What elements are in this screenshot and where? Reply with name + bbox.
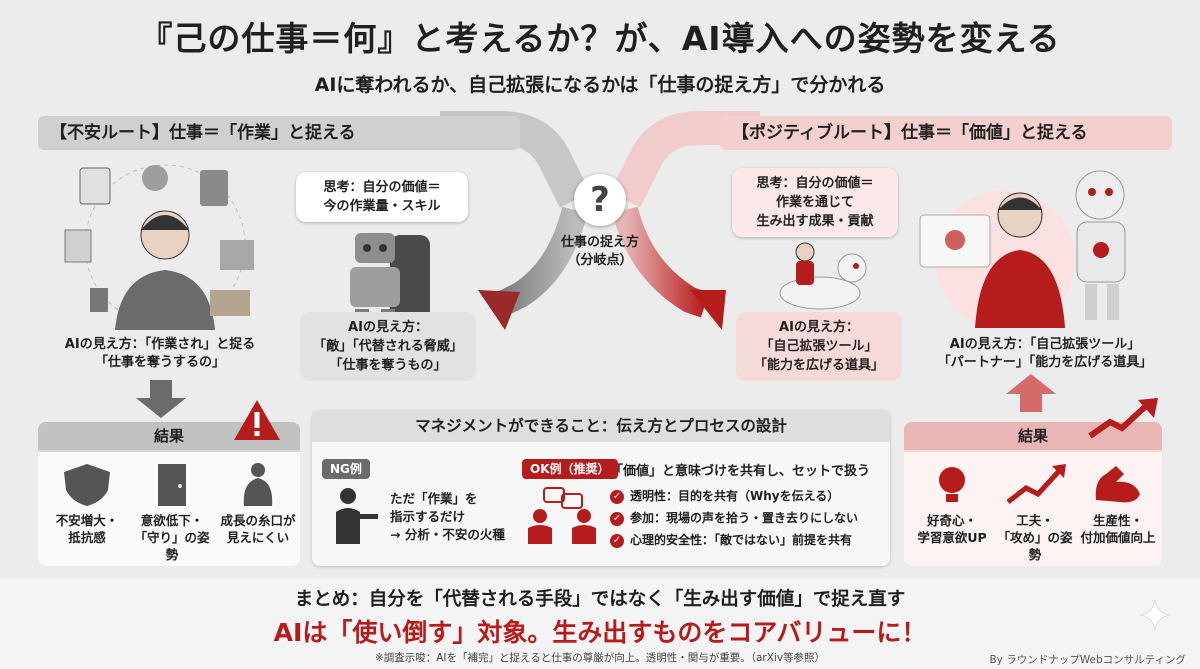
right-ai-view-box-line2: 「自己拡張ツール」 xyxy=(760,339,878,354)
left-ai-view-box-line2: 「敵」「代替される脅威」 xyxy=(313,339,463,354)
management-panel: マネジメントができること：伝え方とプロセスの設計 NG例 ただ「作業」を 指示す… xyxy=(312,410,890,566)
pointing-person-icon xyxy=(336,488,378,544)
left-ai-view-caption-line1: AIの見え方：「作業され」と捉る xyxy=(64,337,256,352)
left-route-header: 【不安ルート】仕事＝「作業」と捉える xyxy=(38,116,520,150)
summary-band xyxy=(0,578,1200,669)
left-result-1-line1: 不安増大・ xyxy=(55,513,119,528)
right-result-1: 好奇心・ 学習意欲UP xyxy=(910,460,994,546)
left-result-2-line1: 意欲低下・ xyxy=(140,513,204,528)
left-result-3: 成長の糸口が 見えにくい xyxy=(220,460,296,546)
person-riding-robot-illustration xyxy=(760,238,870,318)
left-ai-view-caption-line2: 「仕事を奪うするの」 xyxy=(94,355,225,370)
left-down-arrow xyxy=(136,380,186,418)
right-result-2-line1: 工夫・ xyxy=(1016,513,1054,528)
rising-trend-icon xyxy=(1088,398,1158,439)
gear-icon xyxy=(945,230,965,250)
ng-text-line2: 指示するだけ xyxy=(390,509,466,524)
ok-item-2-text: 参加：現場の声を拾う・置き去りにしない xyxy=(630,511,859,525)
page-subtitle: AIに奪われるか、自己拡張になるかは「仕事の捉え方」で分かれる xyxy=(314,74,886,96)
calculator-icon xyxy=(200,170,228,206)
left-result-1-line2: 抵抗感 xyxy=(68,530,106,545)
ng-text-line3: → 分析・不安の火種 xyxy=(390,527,505,542)
ng-text-line1: ただ「作業」を xyxy=(390,491,478,506)
gear-icon xyxy=(142,165,168,191)
summary-line1: まとめ：自分を「代替される手段」ではなく「生み出す価値」で捉え直す xyxy=(294,589,906,610)
sparkle-icon xyxy=(1140,600,1170,630)
right-arrowhead xyxy=(690,290,726,330)
right-result-2-line2: 「攻め」の姿勢 xyxy=(997,530,1073,562)
right-ai-view-caption: AIの見え方：「自己拡張ツール」 「パートナー」「能力を広げる道具」 xyxy=(920,336,1170,372)
right-ai-view-caption-line1: AIの見え方：「自己拡張ツール」 xyxy=(949,337,1141,352)
ok-item-3: ✓ 心理的安全性：「敵ではない」前提を共有 xyxy=(610,532,852,548)
page-title: 『己の仕事＝何』と考えるか？が、AI導入への姿勢を変える xyxy=(139,19,1061,58)
right-ai-view-caption-line2: 「パートナー」「能力を広げる道具」 xyxy=(937,355,1153,370)
boxes-icon xyxy=(220,240,254,270)
right-thought-line3: 生み出す成果・貢献 xyxy=(756,214,874,229)
check-icon: ✓ xyxy=(610,511,624,526)
left-ai-view-box-line1: AIの見え方： xyxy=(348,320,428,335)
left-result-panel: 結果 不安増大・ 抵抗感 意欲低下・ 「守り」の姿勢 成長の糸口が 見えにくい xyxy=(38,422,300,566)
left-ai-view-box-line3: 「仕事を奪うもの」 xyxy=(329,358,447,373)
right-route-band xyxy=(609,111,760,208)
ok-item-1: ✓ 透明性：目的を共有（Whyを伝える） xyxy=(610,488,839,504)
check-icon: ✓ xyxy=(610,489,624,504)
left-result-3-line1: 成長の糸口が xyxy=(220,513,296,528)
right-up-arrow xyxy=(1006,374,1056,412)
footnote: ※調査示唆：AIを「補完」と捉えると仕事の尊厳が向上。透明性・関与が重要。（ar… xyxy=(374,652,826,664)
check-icon: ✓ xyxy=(610,533,624,548)
left-thought-line2: 今の作業量・スキル xyxy=(323,199,441,214)
question-mark-icon: ? xyxy=(574,174,626,226)
right-result-1-line1: 好奇心・ xyxy=(926,513,977,528)
left-thought-line1: 思考：自分の価値＝ xyxy=(323,180,441,195)
right-result-2: 工夫・ 「攻め」の姿勢 xyxy=(994,460,1076,563)
ok-label: OK例（推奨） xyxy=(522,459,618,479)
ng-label-wrap: NG例 xyxy=(322,458,370,479)
left-branch-arrow xyxy=(494,206,588,317)
branch-point-label-line2: （分岐点） xyxy=(567,253,633,268)
left-result-2-line2: 「守り」の姿勢 xyxy=(134,530,210,562)
right-result-3-line2: 付加価値向上 xyxy=(1080,530,1156,545)
left-result-2: 意欲低下・ 「守り」の姿勢 xyxy=(134,460,210,563)
person-with-robot-illustration xyxy=(915,160,1165,330)
left-thought-bubble: 思考：自分の価値＝ 今の作業量・スキル xyxy=(296,172,468,222)
ok-title: 「価値」と意味づけを共有し、セットで扱う xyxy=(610,464,871,479)
pencil-cup-icon xyxy=(90,288,108,312)
summary-line2: AIは「使い倒す」対象。生み出すものをコアバリューに！ xyxy=(273,618,927,647)
management-header: マネジメントができること：伝え方とプロセスの設計 xyxy=(312,410,890,442)
right-result-3-line1: 生産性・ xyxy=(1092,513,1143,528)
ok-item-2: ✓ 参加：現場の声を拾う・置き去りにしない xyxy=(610,510,858,526)
right-branch-arrow xyxy=(612,206,710,318)
right-thought-line2: 作業を通じて xyxy=(775,195,854,210)
right-ai-view-box-line3: 「能力を広げる道具」 xyxy=(753,358,884,373)
left-result-1: 不安増大・ 抵抗感 xyxy=(52,460,122,546)
right-result-panel: 結果 好奇心・ 学習意欲UP 工夫・ 「攻め」の姿勢 生産性・ 付加価値向上 xyxy=(904,422,1162,566)
left-result-3-line2: 見えにくい xyxy=(226,530,290,545)
ok-label-wrap: OK例（推奨） xyxy=(522,458,618,479)
right-ai-view-box-line1: AIの見え方： xyxy=(779,320,859,335)
ng-label: NG例 xyxy=(322,459,370,479)
ok-item-3-text: 心理的安全性：「敵ではない」前提を共有 xyxy=(630,533,853,547)
right-result-1-line2: 学習意欲UP xyxy=(917,530,987,545)
left-ai-view-caption: AIの見え方：「作業され」と捉る 「仕事を奪うするの」 xyxy=(40,336,280,372)
branch-point-label-line1: 仕事の捉え方 xyxy=(560,235,639,250)
worried-person-illustration xyxy=(60,160,270,330)
box-stack-icon xyxy=(210,290,250,316)
right-result-3: 生産性・ 付加価値向上 xyxy=(1076,460,1160,546)
ng-text: ただ「作業」を 指示するだけ → 分析・不安の火種 xyxy=(390,490,530,544)
right-ai-view-box: AIの見え方： 「自己拡張ツール」 「能力を広げる道具」 xyxy=(736,312,902,381)
left-ai-view-box: AIの見え方： 「敵」「代替される脅威」 「仕事を奪うもの」 xyxy=(300,312,476,381)
ok-item-1-text: 透明性：目的を共有（Whyを伝える） xyxy=(630,489,840,503)
left-arrowhead xyxy=(478,290,520,330)
right-route-header: 【ポジティブルート】仕事＝「価値」と捉える xyxy=(720,116,1172,150)
document-icon xyxy=(79,167,111,205)
right-thought-bubble: 思考：自分の価値＝ 作業を通じて 生み出す成果・貢献 xyxy=(732,168,898,237)
credit: By ラウンドナップWebコンサルティング xyxy=(989,654,1186,666)
papers-icon xyxy=(64,229,92,263)
warning-icon xyxy=(234,400,280,440)
collaboration-icon xyxy=(528,487,596,544)
right-thought-line1: 思考：自分の価値＝ xyxy=(756,176,874,191)
branch-point-label: 仕事の捉え方 （分岐点） xyxy=(540,234,660,270)
